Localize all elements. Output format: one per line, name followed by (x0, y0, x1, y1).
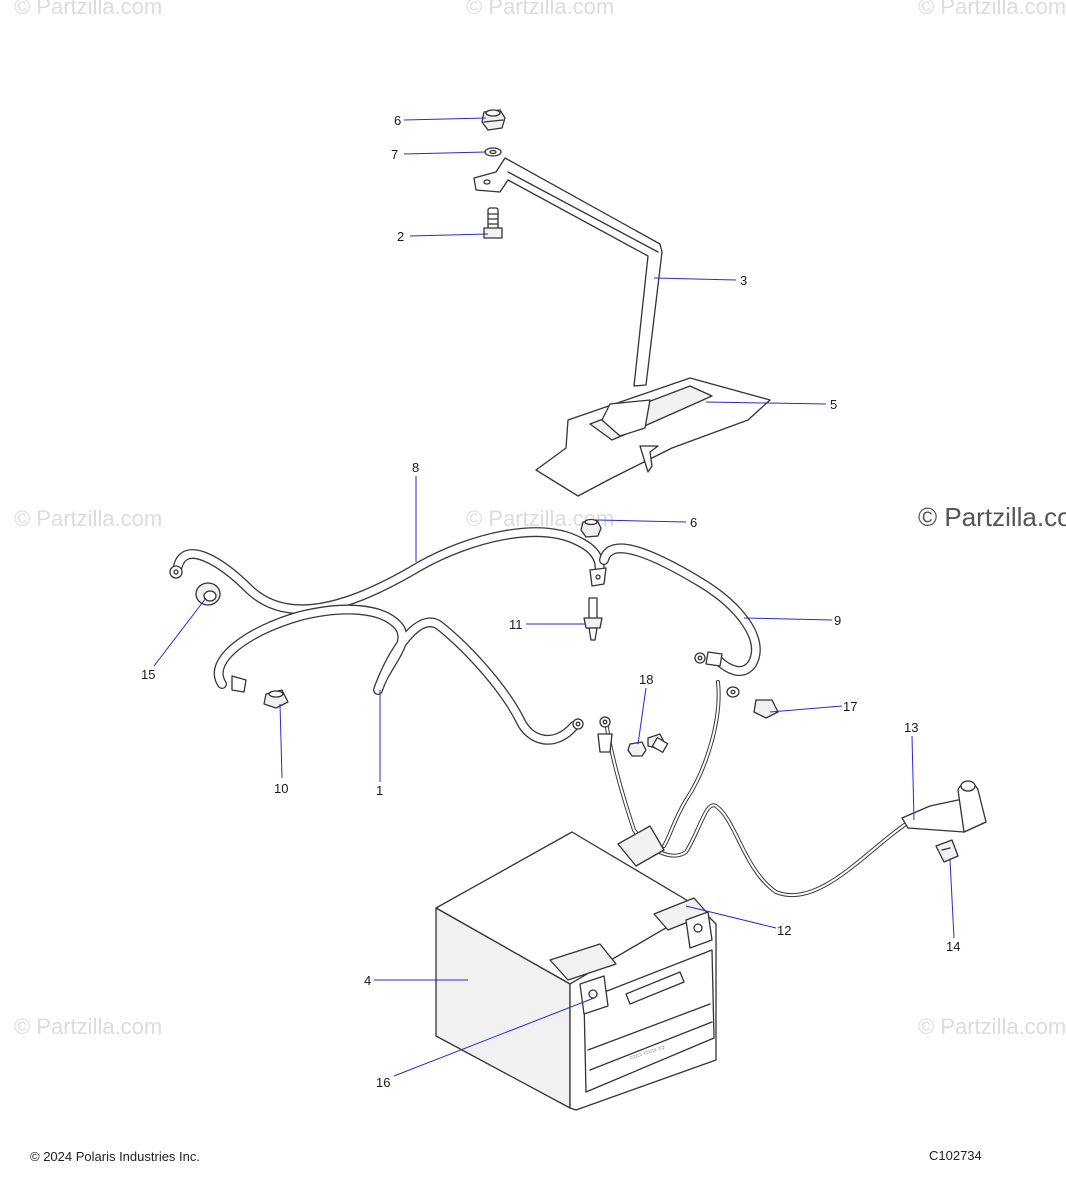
callout-6[interactable]: 6 (394, 113, 401, 128)
diagram-code: C102734 (929, 1148, 982, 1163)
watermark: © Partzilla.com (918, 1014, 1066, 1039)
part-stud[interactable] (583, 597, 603, 641)
part-nut-top[interactable] (481, 109, 506, 131)
part-grommet[interactable] (195, 582, 221, 606)
part-bolt[interactable] (483, 207, 503, 239)
copyright-notice: © 2024 Polaris Industries Inc. (30, 1149, 200, 1164)
callout-10[interactable]: 10 (274, 781, 288, 796)
watermark: © Partzilla.com (14, 506, 163, 531)
callout-18[interactable]: 18 (639, 672, 653, 687)
callout-17[interactable]: 17 (843, 699, 857, 714)
watermark: © Partzilla.com (14, 1014, 163, 1039)
callout-9[interactable]: 9 (834, 613, 841, 628)
part-charging-harness[interactable] (597, 680, 987, 898)
callout-2[interactable]: 2 (397, 229, 404, 244)
watermark: © Partzilla.com (14, 0, 163, 19)
callout-13[interactable]: 13 (904, 720, 918, 735)
part-cable-1[interactable] (213, 604, 584, 745)
watermark: © Partzilla.com (918, 0, 1066, 19)
callout-11[interactable]: 11 (509, 617, 523, 632)
callout-1[interactable]: 1 (376, 783, 383, 798)
callout-labels: 6 7 2 3 5 8 6 11 9 15 18 17 13 10 1 12 1… (141, 113, 960, 1090)
callout-14[interactable]: 14 (946, 939, 960, 954)
callout-8[interactable]: 8 (412, 460, 419, 475)
part-hold-down-strap[interactable] (473, 157, 663, 387)
part-flange-bolt-17[interactable] (726, 686, 779, 719)
part-battery-pad[interactable] (535, 377, 771, 497)
callout-6-second[interactable]: 6 (690, 515, 697, 530)
part-flange-bolt-10[interactable] (263, 689, 289, 709)
callout-7[interactable]: 7 (391, 147, 398, 162)
callout-15[interactable]: 15 (141, 667, 155, 682)
watermark-primary: © Partzilla.co (918, 502, 1066, 532)
part-washer[interactable] (484, 147, 502, 157)
callout-4[interactable]: 4 (364, 973, 371, 988)
callout-5[interactable]: 5 (830, 397, 837, 412)
callout-3[interactable]: 3 (740, 273, 747, 288)
watermark: © Partzilla.com (466, 0, 615, 19)
callout-12[interactable]: 12 (777, 923, 791, 938)
leader-lines (153, 117, 955, 1077)
callout-16[interactable]: 16 (376, 1075, 390, 1090)
part-battery[interactable]: ▭▭ ▭▭ ▭ (435, 831, 717, 1111)
part-fuse-cap[interactable] (935, 839, 959, 863)
part-nut-18[interactable] (627, 733, 669, 757)
part-cable-8[interactable] (169, 527, 607, 615)
part-cable-9[interactable] (599, 543, 761, 676)
part-nut-middle[interactable] (580, 518, 602, 538)
